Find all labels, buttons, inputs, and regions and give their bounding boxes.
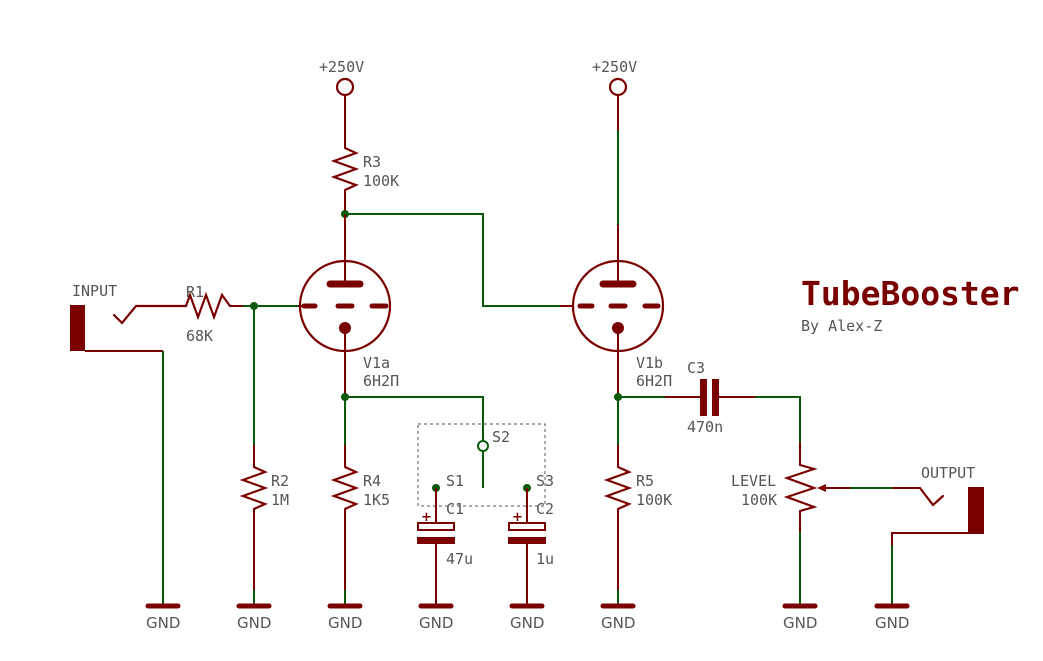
c2-value: 1u: [536, 550, 554, 568]
switch-s3-label: S3: [536, 472, 554, 490]
ground-label: GND: [328, 614, 362, 632]
ground-symbol: GND: [509, 603, 545, 632]
switch-s2-label: S2: [492, 428, 510, 446]
ground-label: GND: [875, 614, 909, 632]
ground-label: GND: [237, 614, 271, 632]
v1a-type: 6H2П: [363, 372, 399, 390]
supply-terminal-circle: [335, 77, 355, 97]
r3-value: 100K: [363, 172, 399, 190]
ground-symbol: GND: [236, 603, 272, 632]
resistor-r3: R3 100K: [330, 146, 399, 214]
input-label: INPUT: [72, 282, 117, 300]
pot-value: 100K: [741, 491, 777, 509]
schematic-author: By Alex-Z: [801, 317, 882, 335]
r1-value: 68K: [186, 327, 213, 345]
r4-name: R4: [363, 472, 381, 490]
r1-name: R1: [186, 283, 204, 301]
switch-common-terminal: [477, 440, 489, 452]
ground-label: GND: [510, 614, 544, 632]
output-label: OUTPUT: [921, 464, 975, 482]
capacitor-c3: C3 470n: [687, 359, 755, 436]
c2-name: C2: [536, 500, 554, 518]
c3-name: C3: [687, 359, 705, 377]
c1-name: C1: [446, 500, 464, 518]
capacitor-c1: + C1 47u: [417, 488, 473, 605]
selector-switch[interactable]: S2 S1 S3: [417, 423, 554, 507]
supply-terminal-2: +250V: [592, 58, 637, 285]
c1-polarity: +: [421, 510, 432, 525]
ground-symbol: GND: [874, 603, 910, 632]
r5-name: R5: [636, 472, 654, 490]
resistor-r1: R1 68K: [184, 283, 298, 345]
tube-v1a: V1a 6H2П: [298, 259, 399, 397]
r5-value: 100K: [636, 491, 672, 509]
capacitor-c2: + C2 1u: [508, 488, 554, 605]
output-jack: OUTPUT: [891, 464, 984, 605]
ground-symbol: GND: [145, 603, 181, 632]
v1b-type: 6H2П: [636, 372, 672, 390]
potentiometer-level[interactable]: LEVEL 100K: [731, 442, 920, 532]
ground-symbol: GND: [418, 603, 454, 632]
resistor-r2: R2 1M: [239, 445, 289, 590]
c3-value: 470n: [687, 418, 723, 436]
ground-symbol: GND: [782, 603, 818, 632]
input-jack: INPUT: [70, 282, 188, 605]
supply-label-1: +250V: [319, 58, 364, 76]
switch-outline: [417, 423, 546, 507]
r4-value: 1K5: [363, 491, 390, 509]
r2-value: 1M: [271, 491, 289, 509]
ground-symbol: GND: [327, 603, 363, 632]
r2-name: R2: [271, 472, 289, 490]
pot-name: LEVEL: [731, 472, 776, 490]
supply-terminal-1: +250V: [319, 58, 364, 148]
ground-label: GND: [601, 614, 635, 632]
resistor-r5: R5 100K: [603, 445, 672, 590]
ground-label: GND: [783, 614, 817, 632]
wiper-arrow-icon: [817, 484, 826, 492]
tube-v1b: V1b 6H2П: [571, 259, 672, 397]
ground-label: GND: [419, 614, 453, 632]
supply-label-2: +250V: [592, 58, 637, 76]
ground-label: GND: [146, 614, 180, 632]
v1a-name: V1a: [363, 354, 390, 372]
resistor-r4: R4 1K5: [330, 445, 390, 590]
c1-value: 47u: [446, 550, 473, 568]
v1b-name: V1b: [636, 354, 663, 372]
switch-s1-label: S1: [446, 472, 464, 490]
r3-name: R3: [363, 153, 381, 171]
schematic-title: TubeBooster: [801, 274, 1020, 313]
ground-symbol: GND: [600, 603, 636, 632]
c2-polarity: +: [512, 510, 523, 525]
